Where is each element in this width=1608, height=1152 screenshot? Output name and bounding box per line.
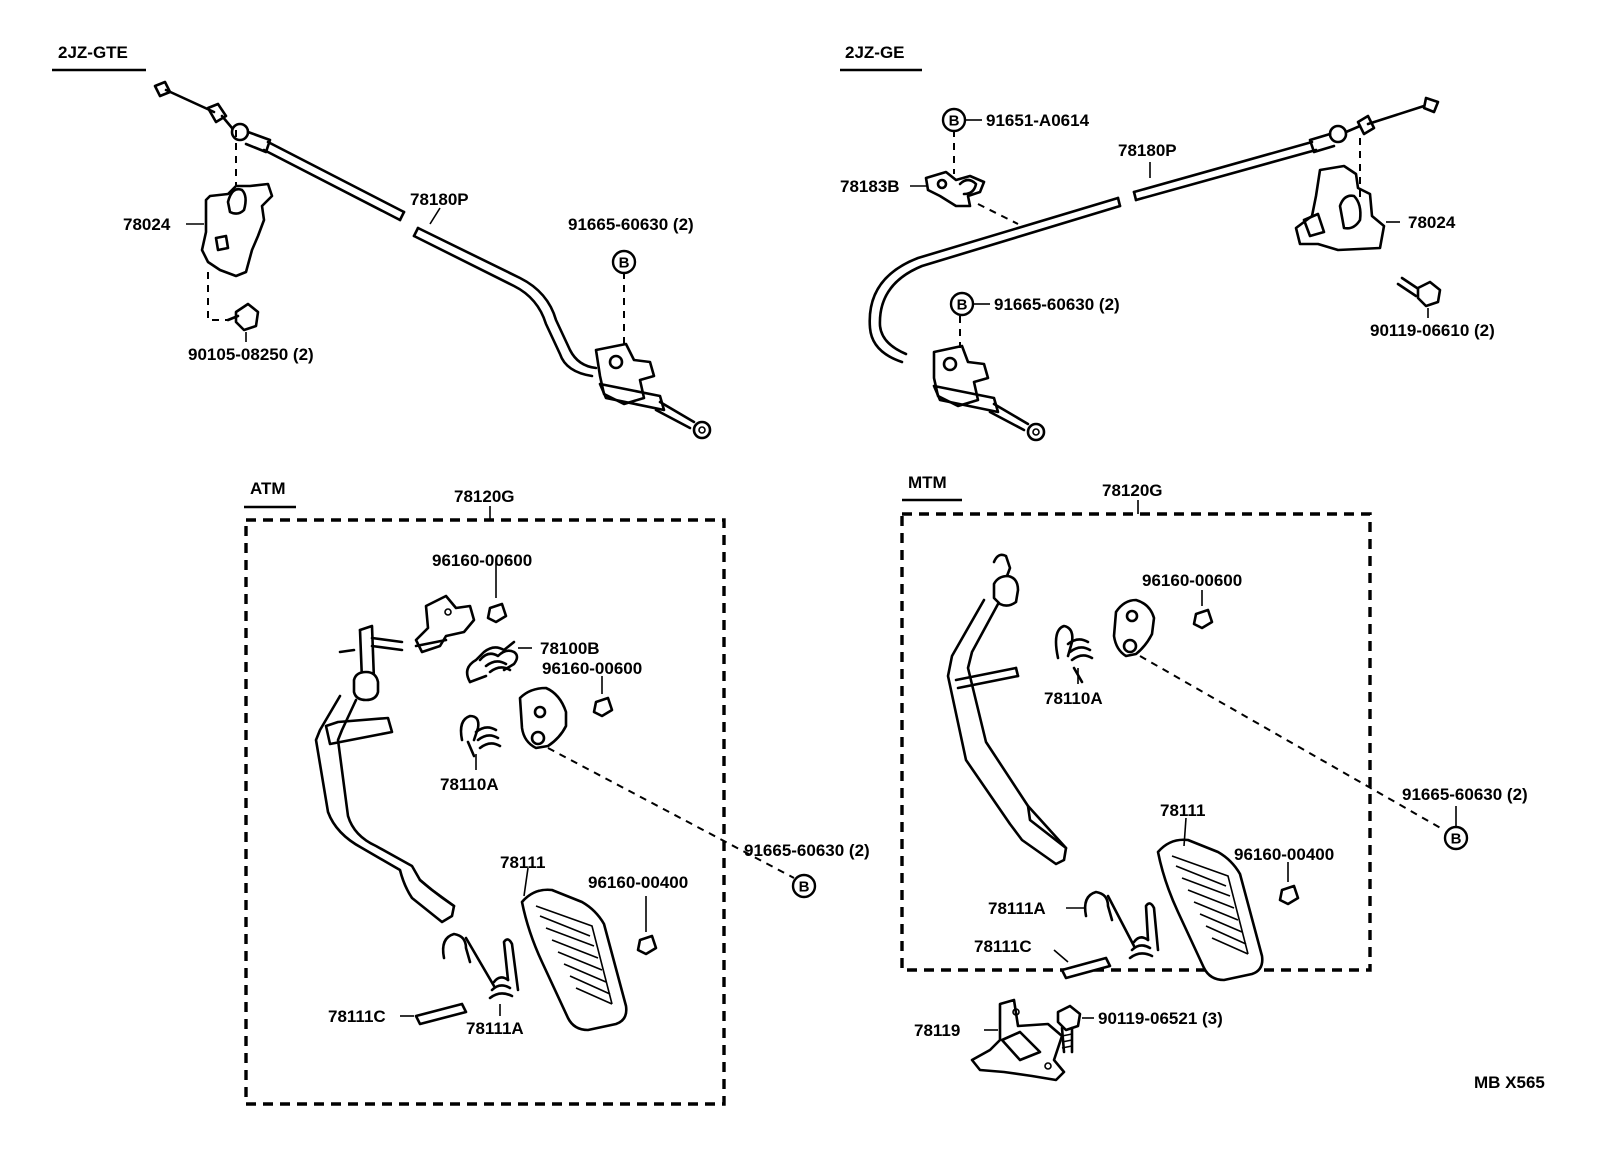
- atm-pedal-arm: [314, 624, 456, 924]
- atm-assembly-box: [244, 518, 726, 1106]
- b-marker-letter: B: [1451, 831, 1462, 848]
- label-atm-78111c: 78111C: [328, 1007, 386, 1026]
- label-mtm-96160-b: 96160-00400: [1234, 845, 1334, 864]
- section-title-atm: ATM: [250, 479, 286, 498]
- label-atm-78111a: 78111A: [466, 1019, 524, 1038]
- atm-b-marker: B: [791, 873, 817, 899]
- gte-b-marker: B: [611, 249, 637, 275]
- mtm-nut-96160-a: [1192, 608, 1214, 630]
- b-marker-letter: B: [619, 255, 630, 272]
- atm-stopper-plate: [518, 686, 568, 750]
- atm-pin-78111c: [414, 1002, 468, 1026]
- label-ge-90119: 90119-06610 (2): [1370, 321, 1495, 340]
- header-mtm: MTM: [902, 473, 962, 502]
- section-title-mtm: MTM: [908, 473, 947, 492]
- ge-dash-bracket-cable: [977, 203, 1019, 225]
- mtm-b-marker: B: [1443, 825, 1469, 851]
- atm-spring-78111a: [441, 932, 520, 1000]
- ge-bracket-78024: [1294, 164, 1386, 252]
- atm-spring-78110a: [459, 714, 502, 758]
- label-mtm-90119: 90119-06521 (3): [1098, 1009, 1223, 1028]
- atm-nut-96160-a: [486, 602, 508, 624]
- label-atm-78110a: 78110A: [440, 775, 499, 794]
- label-ge-78024: 78024: [1408, 213, 1456, 232]
- label-mtm-78120g: 78120G: [1102, 481, 1163, 500]
- label-ge-91665: 91665-60630 (2): [994, 295, 1120, 314]
- label-gte-78180p: 78180P: [410, 190, 469, 209]
- mtm-assembly-box: [900, 512, 1372, 972]
- ge-b-marker-mid: B: [949, 291, 975, 317]
- mtm-spring-78110a: [1054, 624, 1094, 684]
- label-atm-96160-c: 96160-00400: [588, 873, 688, 892]
- label-atm-78111: 78111: [500, 853, 545, 872]
- label-mtm-78111: 78111: [1160, 801, 1205, 820]
- label-mtm-78110a: 78110A: [1044, 689, 1103, 708]
- ge-bracket-78183b: [924, 170, 986, 208]
- mtm-pedal-arm: [946, 553, 1068, 866]
- label-atm-78100b: 78100B: [540, 639, 600, 658]
- label-mtm-91665: 91665-60630 (2): [1402, 785, 1528, 804]
- ge-b-marker-top: B: [941, 107, 967, 133]
- label-gte-78024: 78024: [123, 215, 171, 234]
- label-mtm-96160-a: 96160-00600: [1142, 571, 1242, 590]
- label-ge-78180p: 78180P: [1118, 141, 1177, 160]
- mtm-bolt-90119: [1056, 1004, 1082, 1054]
- mtm-bracket-78119: [970, 998, 1066, 1082]
- header-2jz-ge: 2JZ-GE: [840, 43, 922, 72]
- b-marker-letter: B: [957, 297, 968, 314]
- label-mtm-78111c: 78111C: [974, 937, 1032, 956]
- section-title-2jz-ge: 2JZ-GE: [845, 43, 905, 62]
- b-marker-letter: B: [949, 113, 960, 130]
- atm-spring-78100b: [465, 640, 519, 684]
- gte-bracket-78024: [200, 182, 274, 278]
- mtm-pin-78111c: [1060, 956, 1112, 980]
- atm-nut-96160-b: [592, 696, 614, 718]
- mtm-stopper-plate: [1112, 598, 1156, 658]
- ge-cable-assembly: [868, 96, 1440, 442]
- label-gte-91665: 91665-60630 (2): [568, 215, 694, 234]
- section-title-2jz-gte: 2JZ-GTE: [58, 43, 128, 62]
- gte-cable-assembly: [153, 80, 712, 440]
- mtm-spring-78111a: [1083, 890, 1160, 960]
- b-marker-letter: B: [799, 879, 810, 896]
- gte-bolt-90105: [226, 302, 260, 332]
- mtm-dash-stopper-marker: [1139, 655, 1445, 831]
- label-atm-78120g: 78120G: [454, 487, 515, 506]
- atm-nut-96160-c: [636, 934, 658, 956]
- label-atm-96160-b: 96160-00600: [542, 659, 642, 678]
- label-ge-78183b: 78183B: [840, 177, 900, 196]
- ge-bolt-90119: [1396, 276, 1442, 308]
- label-mtm-78119: 78119: [914, 1021, 960, 1040]
- mtm-nut-96160-b: [1278, 884, 1300, 906]
- header-atm: ATM: [244, 479, 296, 509]
- gte-dash-bolt: [207, 272, 228, 321]
- header-2jz-gte: 2JZ-GTE: [52, 43, 146, 72]
- label-atm-91665: 91665-60630 (2): [744, 841, 870, 860]
- atm-pedal-pad-78111: [520, 888, 628, 1032]
- mtm-pedal-pad-78111: [1156, 838, 1264, 982]
- label-ge-91651: 91651-A0614: [986, 111, 1090, 130]
- label-atm-96160-a: 96160-00600: [432, 551, 532, 570]
- figure-code: MB X565: [1474, 1073, 1545, 1092]
- label-mtm-78111a: 78111A: [988, 899, 1046, 918]
- atm-bracket-part: [414, 594, 476, 654]
- label-gte-90105: 90105-08250 (2): [188, 345, 314, 364]
